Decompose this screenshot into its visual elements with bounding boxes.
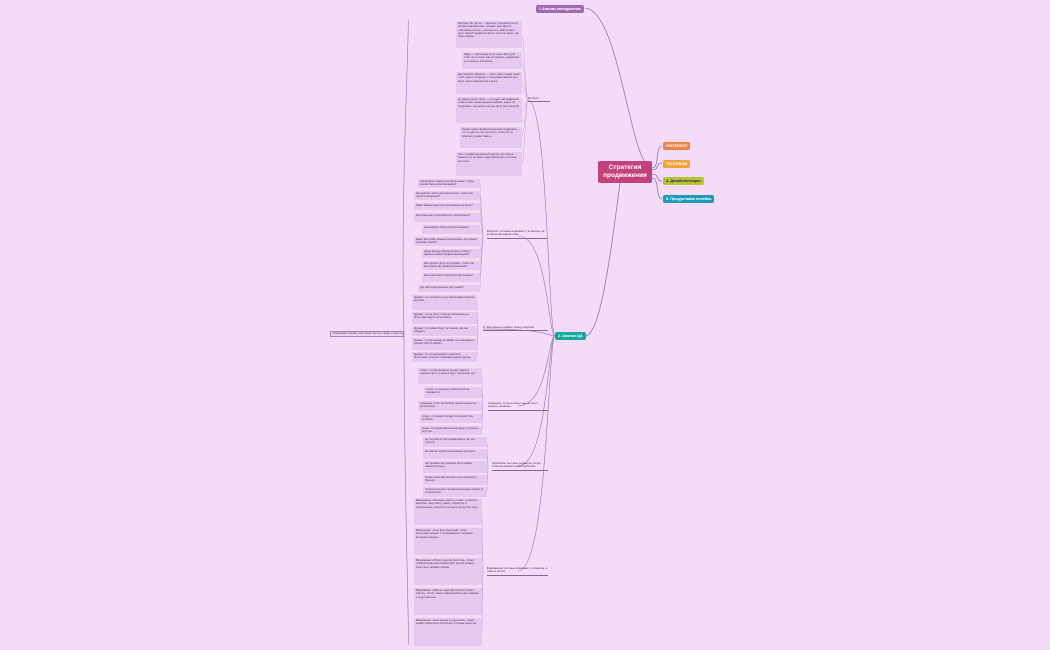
- list-item[interactable]: Хочется получить профессиональные советы…: [423, 487, 487, 497]
- group-pains[interactable]: Их боли: [528, 97, 550, 102]
- list-item[interactable]: Страх, что снимки попадут в интернет без…: [420, 414, 482, 423]
- list-item[interactable]: Люди — часто люди хотят снять фото для с…: [462, 52, 522, 69]
- list-item[interactable]: Какие методы обработки фото помогут сдел…: [422, 249, 480, 258]
- list-item[interactable]: Какие настройки камеры использовать для …: [414, 237, 480, 246]
- list-item[interactable]: Как правильно подготовиться к фотосессии…: [414, 213, 480, 222]
- list-item[interactable]: Для приёмов Telegram — часто, мало людей…: [456, 72, 522, 94]
- branch-design[interactable]: 4. Дизайн/позиции: [663, 177, 704, 185]
- branch-audience-analysis[interactable]: 2. Анализ ЦА: [555, 332, 586, 340]
- list-item[interactable]: Думают, что не смогут хорошо позировать …: [412, 312, 477, 324]
- list-item[interactable]: Нет времени на освоение фотографии самос…: [423, 461, 487, 473]
- list-item[interactable]: Возражение: «Я не фотогеничный». Ответ: …: [414, 528, 482, 555]
- list-item[interactable]: Не получается фотографировать так, как х…: [423, 437, 487, 447]
- list-item[interactable]: Хотят профессиональный контент для своег…: [456, 152, 522, 176]
- list-item[interactable]: Фриланс 40+ 45 лет — фриланс, специалист…: [456, 21, 522, 48]
- group-questions[interactable]: Вопросы, которые возникают у клиентов, н…: [487, 230, 547, 239]
- central-topic[interactable]: Стратегия продвижения: [598, 161, 652, 183]
- list-item[interactable]: Думают, что снимки будут не такими, как …: [412, 326, 477, 336]
- list-item[interactable]: Возражение: «Я могу сделать фото сам». О…: [414, 558, 482, 585]
- list-item[interactable]: Возражение: «Я не уверен в результате». …: [414, 618, 482, 646]
- list-item[interactable]: Как выбрать образ для фотосъёмки?: [422, 225, 480, 234]
- branch-competitor-analysis[interactable]: 1 Анализ конкурентов: [536, 5, 584, 13]
- audience-note[interactable]: клиентами считаем, чем пишут на что, к к…: [330, 331, 404, 337]
- list-item[interactable]: Страх, что результат фотосессии не понра…: [424, 387, 482, 398]
- branch-pinterest[interactable]: PINTEREST: [663, 142, 691, 150]
- list-item[interactable]: Страх, что фотограф не сможет сделать хо…: [418, 368, 482, 384]
- list-item[interactable]: Как выбрать камеру для фотосъёмки, чтобы…: [418, 179, 480, 188]
- list-item[interactable]: Где найти вдохновение для съёмки?: [418, 285, 480, 292]
- list-item[interactable]: Людям нужна профессиональная поддержка —…: [460, 127, 522, 148]
- list-item[interactable]: Возражение: «Мне не нужна фотосессия пря…: [414, 588, 482, 615]
- list-item[interactable]: Как сделать фото на телефон, чтобы они в…: [422, 261, 480, 270]
- group-objections[interactable]: Возражения, которые возникают у клиентов…: [487, 567, 548, 576]
- group-doubts[interactable]: Сомнения, из-за которых они не могут при…: [488, 402, 548, 411]
- list-item[interactable]: Возражение: «Слишком дорого». Ответ: сто…: [414, 498, 482, 525]
- list-item[interactable]: Как выбрать место для фотосессии, чтобы …: [414, 191, 480, 200]
- list-item[interactable]: Какие бывают идеи для позирования на фот…: [414, 203, 480, 210]
- group-thoughts[interactable]: О чём клиенты думают перед покупкой: [483, 326, 548, 331]
- list-item[interactable]: Сомнения, стоит ли вообще тратить деньги…: [418, 401, 482, 411]
- list-item[interactable]: Страх, что время фотосессии будет потрач…: [420, 426, 482, 435]
- branch-telegram[interactable]: TELEGRAM: [663, 160, 691, 168]
- branch-product-line[interactable]: 5. Продуктовая линейка: [663, 195, 715, 203]
- list-item[interactable]: Не хватает идей и вдохновения для фото.: [423, 449, 487, 459]
- list-item[interactable]: Думают, что стоимость услуг фотографа сл…: [412, 295, 477, 310]
- list-item[interactable]: Нужны качественные фото для соцсетей и б…: [423, 475, 487, 485]
- list-item[interactable]: Как подготовить портфолио фотографа?: [422, 273, 480, 282]
- group-problems[interactable]: Проблемы, которые решаются, когда клиент…: [492, 462, 548, 471]
- list-item[interactable]: Думают, что фотограф не поймёт их пожела…: [412, 338, 477, 350]
- list-item[interactable]: Не умеют делать фото — не знают, как пра…: [456, 97, 522, 123]
- list-item[interactable]: Думают, что лучше выбрать знакомого фото…: [412, 352, 477, 362]
